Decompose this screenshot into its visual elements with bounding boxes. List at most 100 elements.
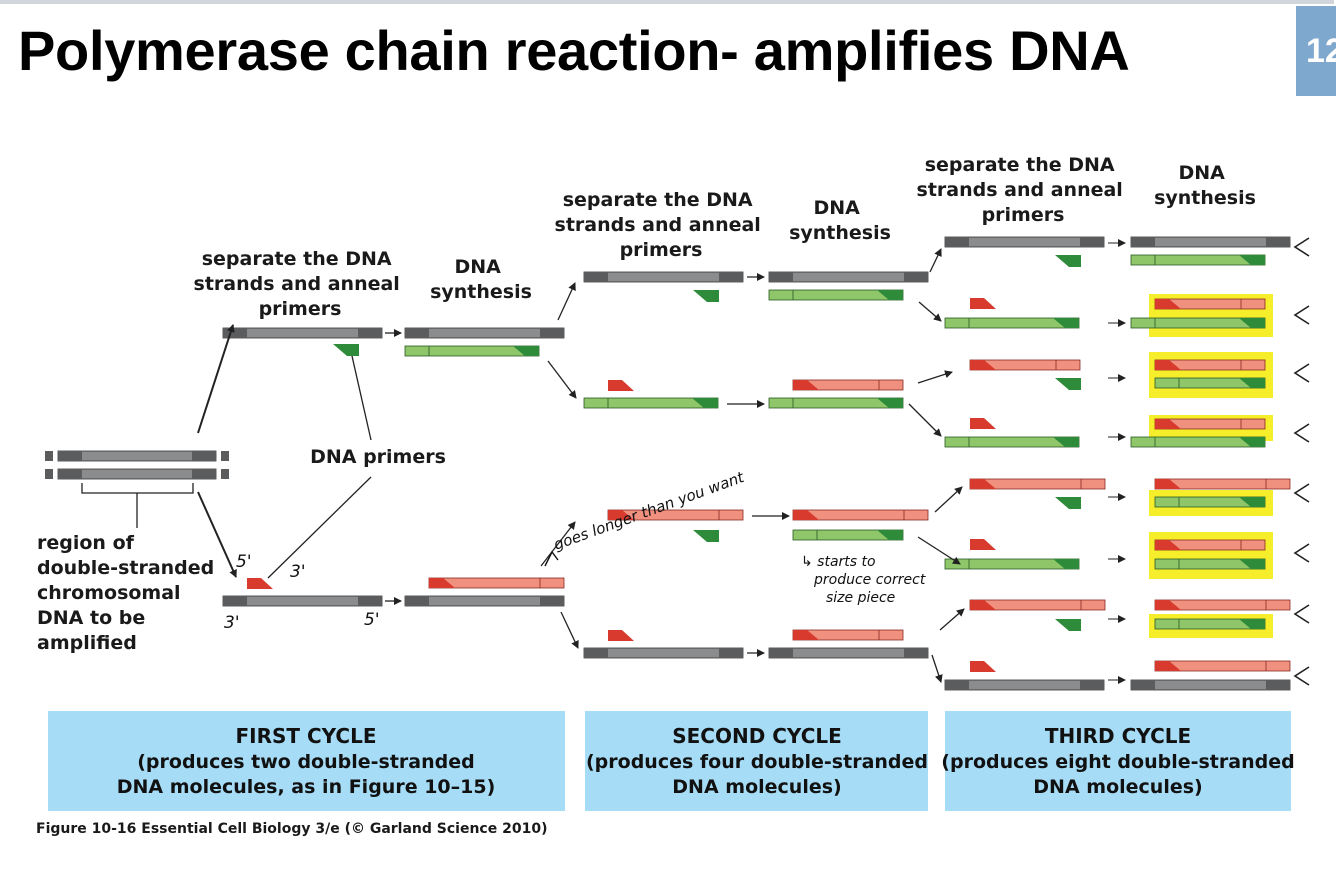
strand-end-fork: [1293, 483, 1310, 503]
new-strand-green: [1154, 377, 1266, 389]
process-arrow: [939, 608, 965, 631]
new-strand-red: [792, 509, 929, 521]
primer-green: [1055, 619, 1081, 631]
separate-label-line: primers: [982, 204, 1065, 226]
separate-label-cycle2: separate the DNA strands and anneal prim…: [555, 189, 768, 261]
separate-label-cycle1: separate the DNA strands and anneal prim…: [194, 248, 407, 320]
template-strand-grey: [404, 327, 565, 339]
primer-red: [970, 298, 996, 309]
annotation-starts-to: ↳ starts to produce correct size piece: [801, 554, 930, 606]
annotation-line: produce correct: [813, 572, 926, 588]
new-strand-green: [944, 436, 1080, 448]
primer-red: [970, 661, 996, 672]
top-rule: [0, 0, 1334, 4]
cycle-title: THIRD CYCLE: [1045, 724, 1191, 748]
new-strand-red: [792, 629, 904, 641]
pointer-line: [351, 355, 372, 441]
synthesis-label-line: synthesis: [1154, 187, 1256, 209]
dna-primers-label: DNA primers: [310, 446, 446, 468]
new-strand-green: [792, 529, 904, 541]
primer-green: [1055, 378, 1081, 390]
process-arrow: [547, 360, 577, 399]
region-label-line: amplified: [37, 632, 137, 654]
process-arrow: [929, 248, 942, 273]
new-strand-red: [1154, 660, 1291, 672]
new-strand-red: [969, 478, 1106, 490]
cycle-title: FIRST CYCLE: [235, 724, 376, 748]
process-arrow: [197, 324, 235, 434]
process-arrow: [934, 486, 963, 513]
pointer-line: [267, 476, 372, 579]
separate-label-line: separate the DNA: [202, 248, 392, 270]
synthesis-label-line: synthesis: [789, 222, 891, 244]
primer-red: [970, 418, 996, 429]
template-strand-grey: [944, 679, 1105, 691]
separate-label-line: strands and anneal: [194, 273, 400, 295]
highlight-correct-size: [1149, 352, 1273, 398]
region-label-line: double-stranded: [37, 557, 214, 579]
process-arrow: [931, 654, 943, 683]
cycle-box-first: FIRST CYCLE (produces two double-strande…: [48, 711, 565, 811]
new-strand-red: [1154, 418, 1266, 430]
cycle-desc-line: DNA molecules, as in Figure 10–15): [117, 776, 496, 798]
primer-green: [693, 290, 719, 302]
synthesis-label-line: DNA: [813, 197, 860, 219]
separate-label-line: primers: [259, 298, 342, 320]
region-bracket: [81, 483, 194, 528]
chromosome-strand: [45, 450, 229, 462]
separate-label-line: strands and anneal: [555, 214, 761, 236]
cycle-box-bg: [48, 711, 565, 811]
new-strand-red: [792, 379, 904, 391]
region-label-line: chromosomal: [37, 582, 181, 604]
new-strand-green: [1130, 436, 1266, 448]
new-strand-green: [1154, 618, 1266, 630]
process-arrow: [918, 301, 942, 322]
template-strand-grey: [768, 271, 929, 283]
strand-end-fork: [1293, 423, 1310, 443]
cycle-desc-line: DNA molecules): [672, 776, 841, 798]
strand-end-markers: [1293, 237, 1310, 686]
new-strand-green: [944, 558, 1080, 570]
new-strand-red: [607, 509, 744, 521]
end-label-3prime-primer: 3': [290, 562, 306, 582]
synthesis-label-line: DNA: [1178, 162, 1225, 184]
synthesis-label-line: synthesis: [430, 281, 532, 303]
chromosome-strand: [45, 468, 229, 480]
separate-label-cycle3: separate the DNA strands and anneal prim…: [917, 154, 1130, 226]
arrow-layer: [197, 239, 1126, 684]
cycle-desc-line: (produces four double-stranded: [586, 751, 928, 773]
template-strand-grey: [583, 647, 744, 659]
new-strand-green: [1130, 317, 1266, 329]
new-strand-red: [1154, 298, 1266, 310]
new-strand-green: [768, 397, 904, 409]
process-arrow: [557, 282, 576, 321]
figure-caption: Figure 10-16 Essential Cell Biology 3/e …: [36, 821, 548, 837]
process-arrow: [908, 403, 942, 437]
synthesis-label-cycle2: DNA synthesis: [789, 197, 891, 244]
primer-green: [693, 530, 719, 542]
primer-green: [1055, 497, 1081, 509]
end-label-3prime-strand: 3': [224, 613, 240, 633]
separate-label-line: primers: [620, 239, 703, 261]
separate-label-line: separate the DNA: [925, 154, 1115, 176]
end-label-5prime-strand: 5': [364, 610, 380, 630]
cycle-desc-line: (produces eight double-stranded: [941, 751, 1294, 773]
process-arrow: [560, 611, 579, 649]
process-arrow: [540, 521, 576, 567]
primer-red: [247, 578, 273, 589]
strand-end-fork: [1293, 666, 1310, 686]
new-strand-green: [1154, 496, 1266, 508]
cycle-desc-line: DNA molecules): [1033, 776, 1202, 798]
page-number-badge: 12: [1296, 6, 1344, 96]
new-strand-green: [944, 317, 1080, 329]
cycle-box-second: SECOND CYCLE (produces four double-stran…: [585, 711, 928, 811]
annotation-line: ↳ starts to: [801, 554, 876, 570]
cycle-box-third: THIRD CYCLE (produces eight double-stran…: [941, 711, 1295, 811]
template-strand-grey: [222, 327, 383, 339]
primer-green: [333, 344, 359, 356]
highlight-correct-size: [1149, 532, 1273, 579]
synthesis-label-cycle3: DNA synthesis: [1154, 162, 1256, 209]
new-strand-green: [404, 345, 540, 357]
new-strand-red: [1154, 539, 1266, 551]
separate-label-line: separate the DNA: [563, 189, 753, 211]
